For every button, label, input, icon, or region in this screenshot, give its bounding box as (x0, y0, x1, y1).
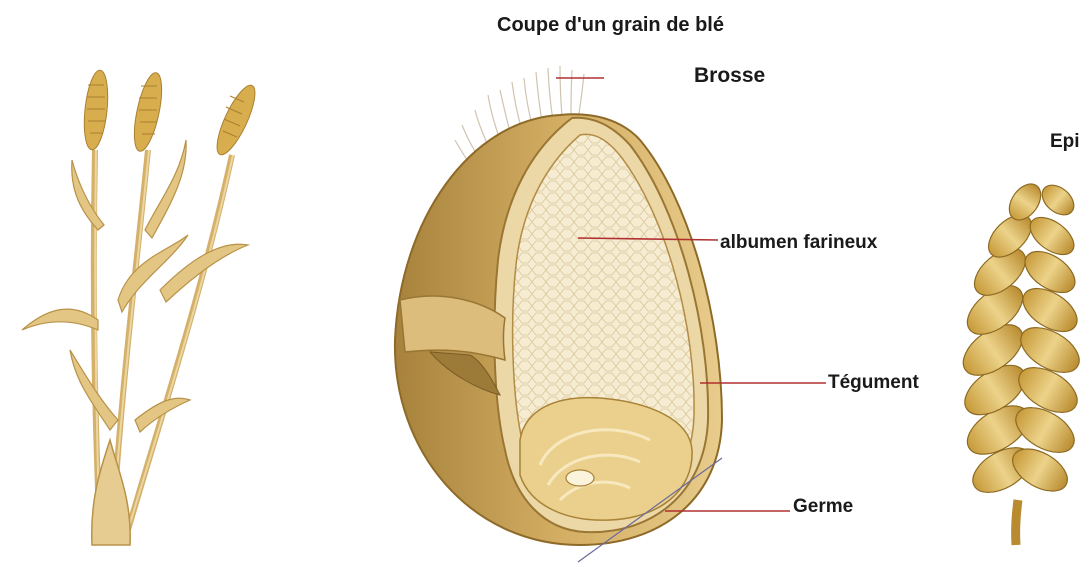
label-epi: Epi (1050, 131, 1080, 153)
wheat-ear-illustration (954, 178, 1086, 545)
label-germe: Germe (793, 496, 853, 518)
wheat-plant-illustration (22, 69, 262, 545)
grain-section-illustration (395, 66, 722, 545)
diagram-title: Coupe d'un grain de blé (497, 14, 724, 37)
label-tegument: Tégument (828, 372, 919, 394)
label-albumen: albumen farineux (720, 232, 877, 254)
label-brosse: Brosse (694, 64, 765, 88)
